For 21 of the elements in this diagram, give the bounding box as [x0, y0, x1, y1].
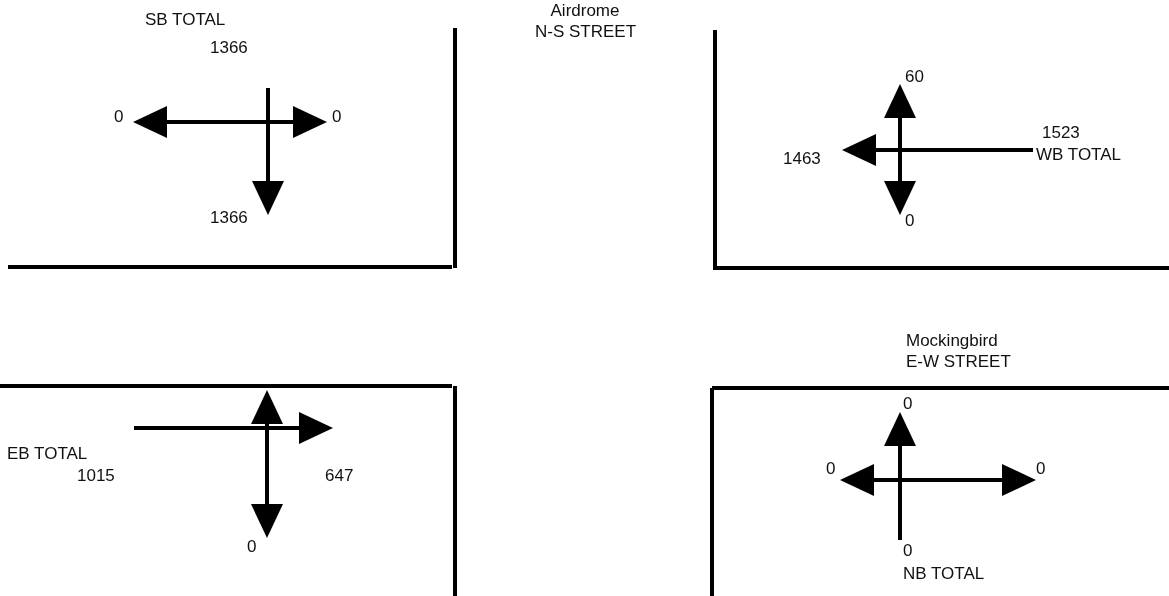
- approach-label: SB TOTAL: [145, 9, 226, 30]
- volume-number: 0: [247, 536, 257, 557]
- approach-label: NB TOTAL: [903, 563, 985, 584]
- approach-label: WB TOTAL: [1036, 144, 1122, 165]
- street-name: Mockingbird E-W STREET: [906, 330, 1012, 372]
- volume-number: 0: [905, 210, 915, 231]
- street-name: Airdrome N-S STREET: [535, 0, 635, 42]
- volume-number: 0: [114, 106, 124, 127]
- volume-number: 647: [325, 465, 354, 486]
- volume-number: 60: [905, 66, 924, 87]
- volume-number: 1523: [1042, 122, 1080, 143]
- volume-number: 0: [1036, 458, 1046, 479]
- volume-number: 1463: [783, 148, 821, 169]
- volume-number: 0: [332, 106, 342, 127]
- volume-number: 1366: [210, 207, 248, 228]
- volume-number: 0: [826, 458, 836, 479]
- volume-number: 0: [903, 393, 913, 414]
- volume-number: 1366: [210, 37, 248, 58]
- volume-number: 1015: [77, 465, 115, 486]
- volume-number: 0: [903, 540, 913, 561]
- approach-label: EB TOTAL: [7, 443, 88, 464]
